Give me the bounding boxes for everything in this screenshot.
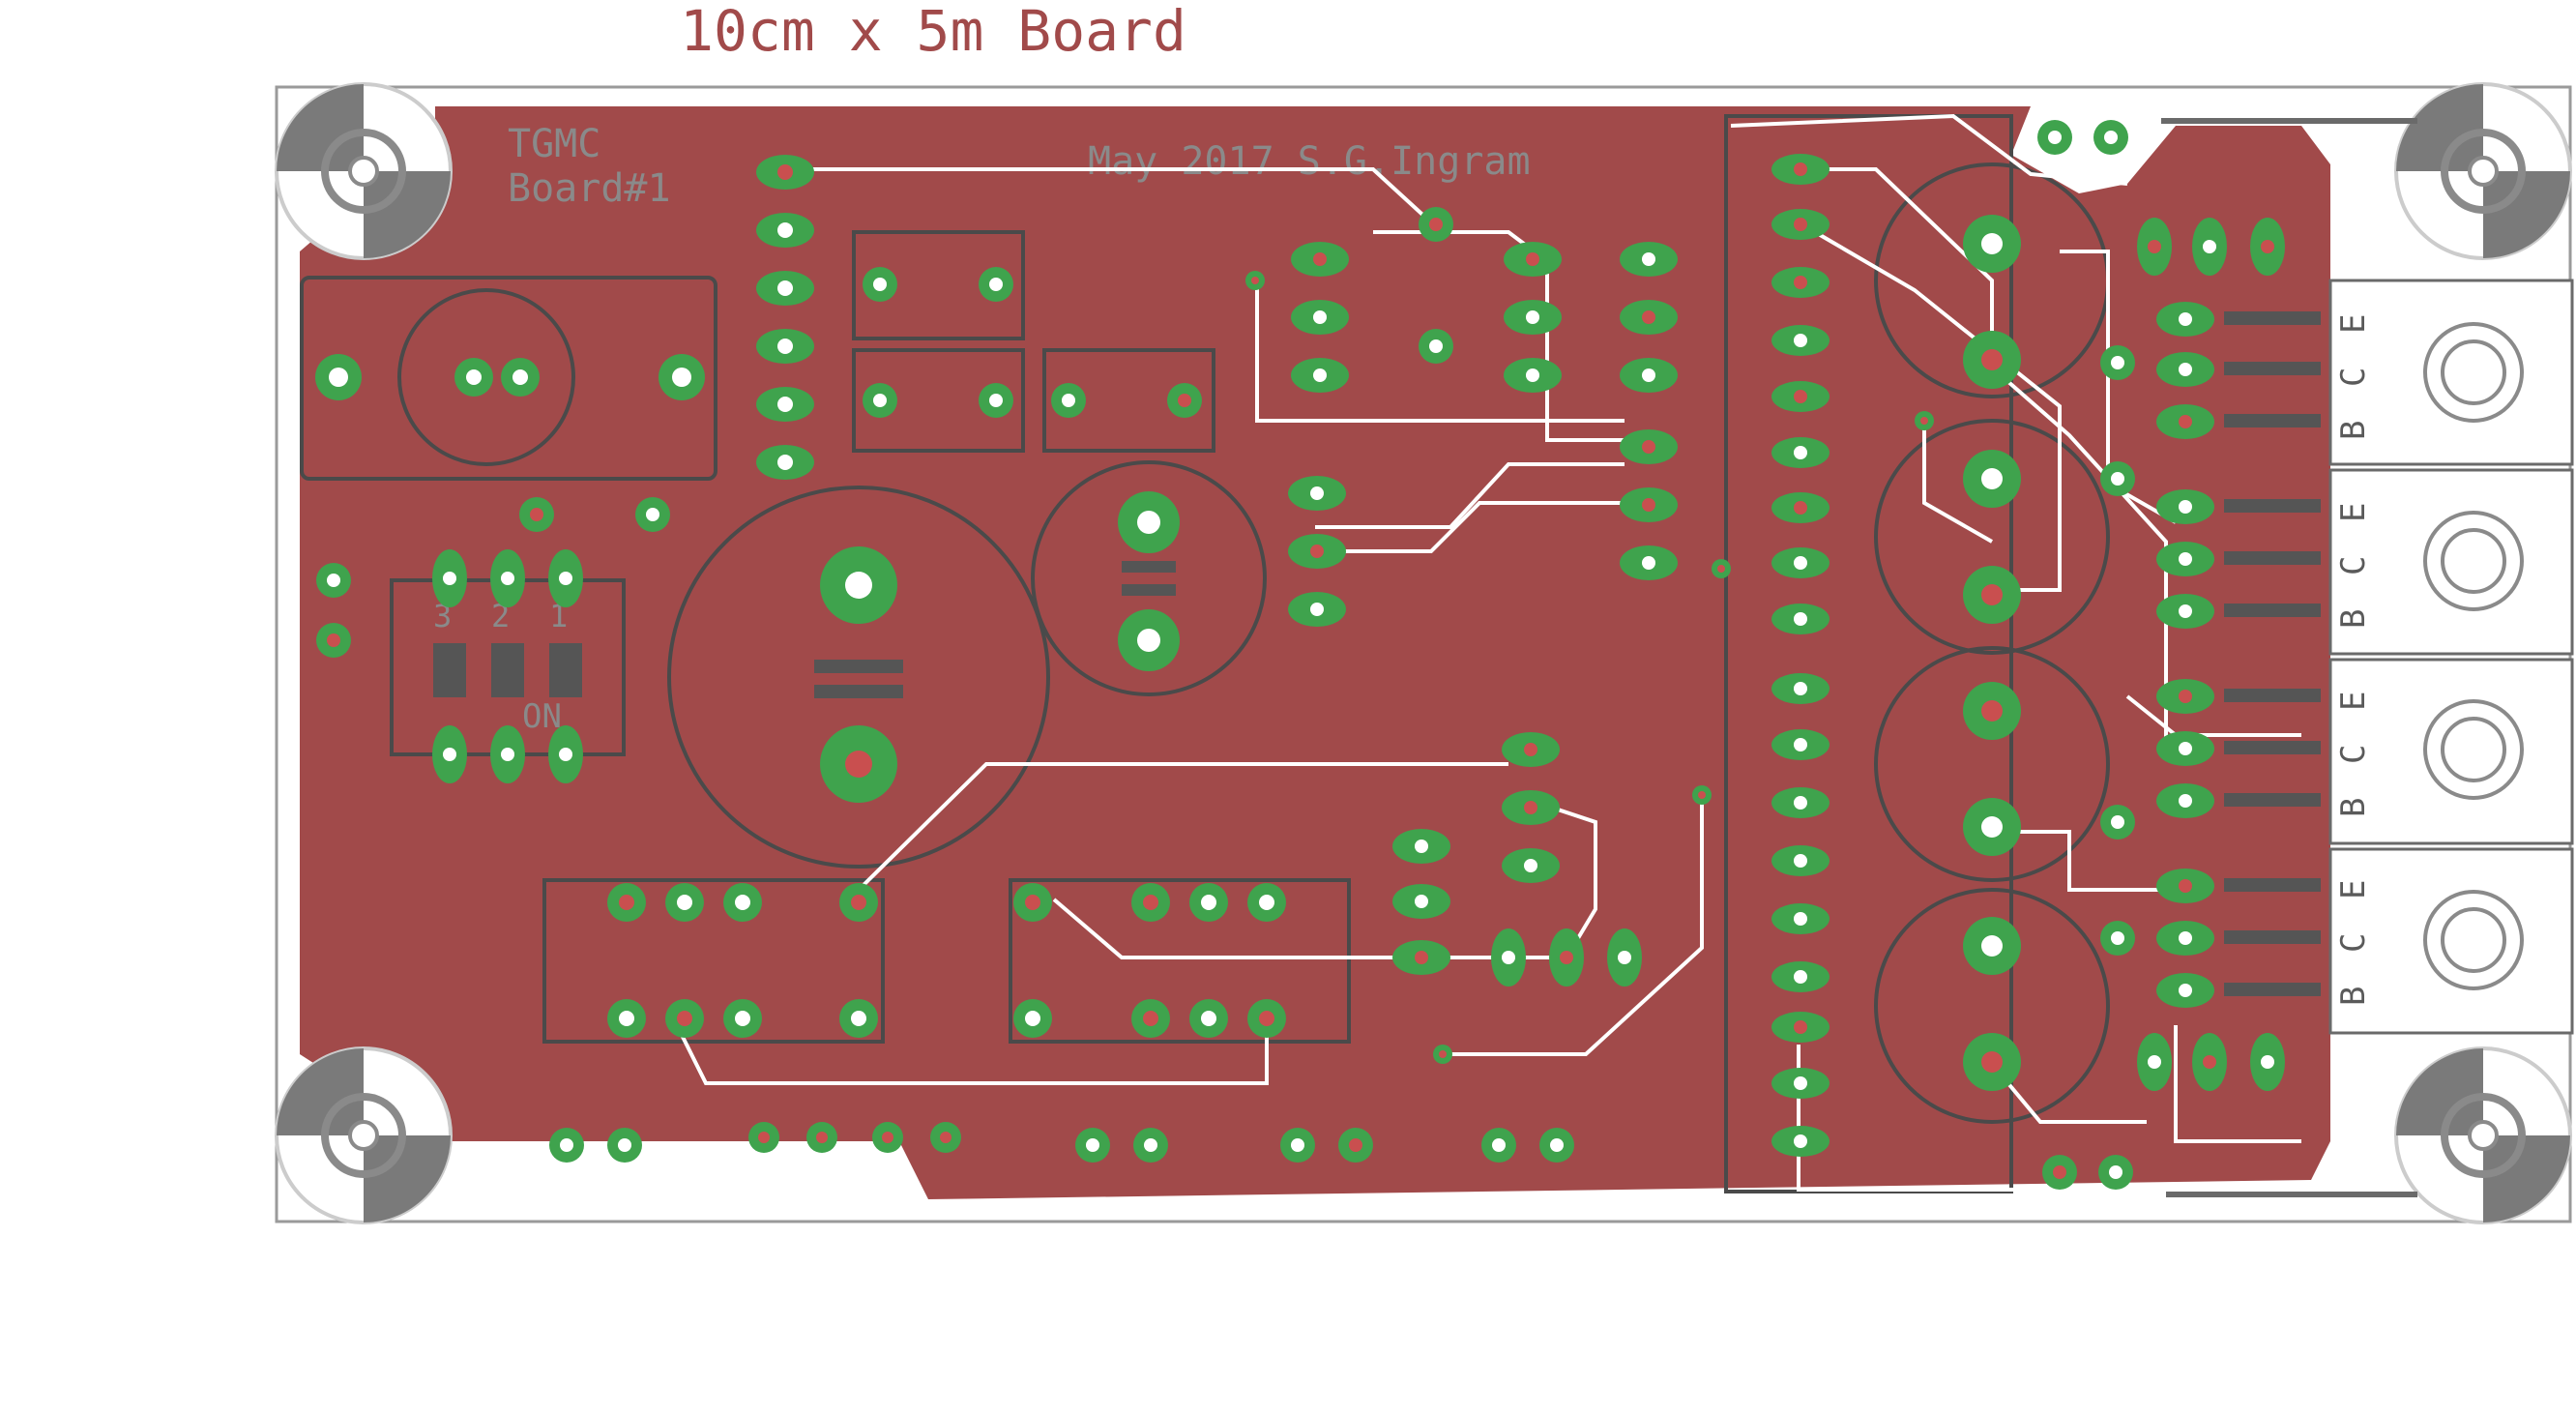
pin-label-c: C	[2334, 556, 2373, 575]
cap-box-3	[1042, 348, 1215, 453]
pads	[315, 120, 2321, 1190]
pin-label-b: B	[2334, 987, 2373, 1006]
mounting-hole-bottom-left	[275, 1046, 453, 1224]
pin-label-b: B	[2334, 609, 2373, 629]
pin-label-c: C	[2334, 745, 2373, 764]
pin-label-c: C	[2334, 933, 2373, 953]
mounting-hole-top-right	[2394, 82, 2572, 260]
pin-label-e: E	[2334, 314, 2373, 334]
edge-guides	[2161, 118, 2417, 1197]
relay-right-outline	[1009, 878, 1351, 1044]
mounting-hole-bottom-right	[2394, 1046, 2572, 1224]
capacitor-left-circle	[397, 288, 575, 466]
transistor-circle-4	[1874, 888, 2110, 1124]
pin-label-b: B	[2334, 421, 2373, 440]
cap-box-2	[852, 348, 1025, 453]
mounting-hole-top-left	[275, 82, 453, 260]
relay-left-outline	[542, 878, 885, 1044]
board-title: 10cm x 5m Board	[680, 0, 1186, 64]
electrolytic-cap-large	[667, 486, 1050, 869]
transistor-block-1: B C E	[2328, 279, 2574, 466]
pin-label-b: B	[2334, 798, 2373, 817]
pin-label-e: E	[2334, 880, 2373, 899]
pin-label-c: C	[2334, 368, 2373, 387]
silkscreen-text: TGMC Board#1 May 2017 S.G.Ingram 3 2 1 O…	[433, 122, 1531, 736]
transistor-circle-2	[1874, 419, 2110, 655]
transistor-circle-3	[1874, 646, 2110, 882]
pin-label-e: E	[2334, 503, 2373, 522]
cap-box-1	[852, 230, 1025, 340]
transistor-block-4: B C E	[2328, 847, 2574, 1035]
capacitor-box-left	[300, 276, 717, 481]
board-name-line2: Board#1	[508, 166, 671, 211]
board-name-line1: TGMC	[508, 122, 600, 166]
pin-label-e: E	[2334, 692, 2373, 711]
dip-switch-on-label: ON	[522, 697, 562, 736]
date-author-label: May 2017 S.G.Ingram	[1088, 139, 1531, 184]
transistor-block-2: B C E	[2328, 468, 2574, 656]
transistor-block-3: B C E	[2328, 658, 2574, 845]
electrolytic-cap-medium	[1031, 460, 1267, 696]
